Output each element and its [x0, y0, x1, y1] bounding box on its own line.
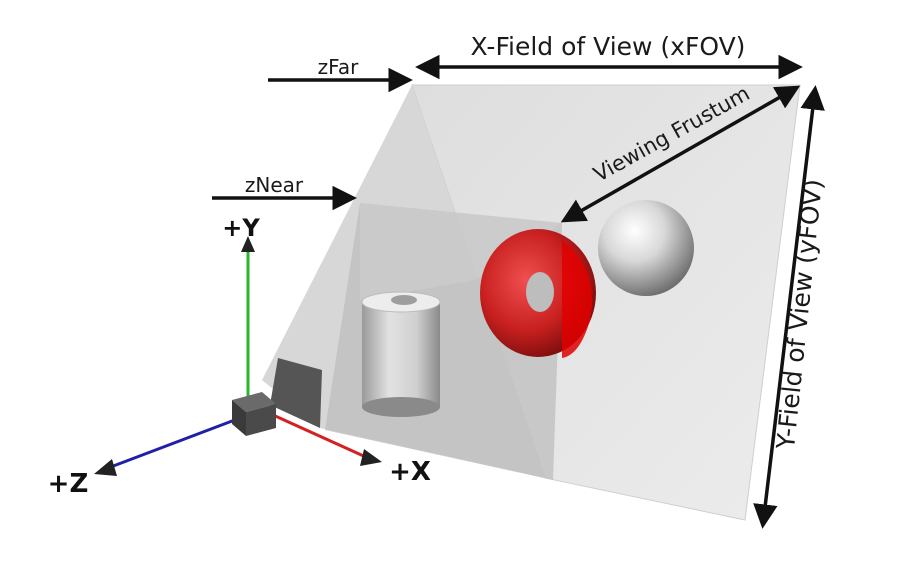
yfov-arrow [753, 85, 825, 529]
x-axis [261, 408, 369, 460]
near-plane-shade [360, 203, 562, 300]
sphere [598, 200, 694, 296]
znear-label: zNear [245, 173, 304, 197]
zfar-label: zFar [318, 55, 359, 79]
torus [480, 229, 596, 358]
z-axis-arrowhead [94, 459, 117, 476]
axis-x-label: +X [389, 457, 431, 487]
y-axis-arrowhead [241, 236, 255, 252]
axis-y-label: +Y [222, 214, 260, 242]
axis-z-label: +Z [48, 469, 89, 499]
camera-frustum-tip [270, 358, 322, 428]
z-axis [107, 416, 241, 470]
cylinder [361, 291, 441, 417]
x-axis-arrowhead [360, 449, 382, 466]
camera-cube [232, 392, 276, 436]
xfov-label: X-Field of View (xFOV) [471, 32, 746, 61]
